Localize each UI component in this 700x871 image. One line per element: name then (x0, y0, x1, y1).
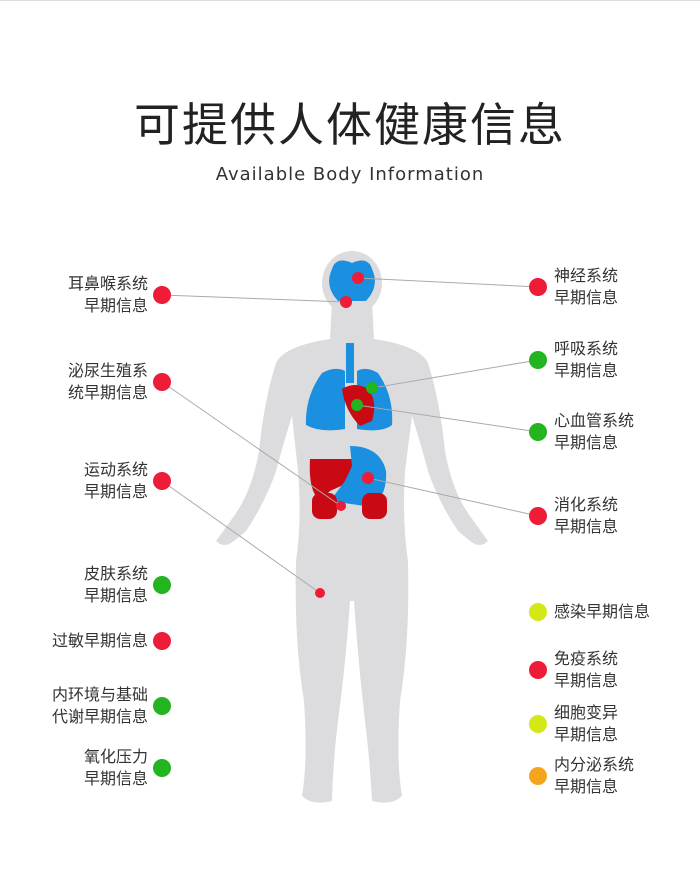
status-dot-green (529, 351, 547, 369)
label-line2: 早期信息 (554, 777, 619, 796)
label-line1: 消化系统 (554, 495, 619, 514)
label-line1: 运动系统 (83, 460, 148, 479)
connector-lines (161, 277, 539, 594)
intestine-right (362, 493, 387, 519)
liver (309, 459, 355, 501)
label-line2: 早期信息 (83, 296, 148, 315)
info-label: 免疫系统早期信息 (554, 648, 618, 692)
label-line2: 统早期信息 (67, 383, 148, 402)
label-line1: 泌尿生殖系 (67, 361, 148, 380)
label-line1: 内分泌系统 (554, 755, 635, 774)
trachea (346, 343, 354, 383)
page-title: 可提供人体健康信息 (134, 98, 566, 152)
status-dot-red (529, 661, 547, 679)
label-line1: 心血管系统 (554, 411, 635, 430)
info-label: 过敏早期信息 (52, 630, 148, 652)
info-label: 心血管系统早期信息 (554, 410, 634, 454)
status-dot-green (529, 423, 547, 441)
status-dot-green (153, 759, 171, 777)
label-line1: 耳鼻喉系统 (67, 274, 148, 293)
label-line1: 呼吸系统 (554, 339, 619, 358)
status-dot-yellow (529, 715, 547, 733)
info-label: 皮肤系统早期信息 (84, 563, 148, 607)
info-label: 氧化压力早期信息 (84, 746, 148, 790)
info-label: 内环境与基础代谢早期信息 (52, 684, 148, 728)
organ-markers (315, 272, 378, 598)
info-label: 耳鼻喉系统早期信息 (68, 273, 148, 317)
label-line1: 内环境与基础 (51, 685, 148, 704)
info-label: 细胞变异早期信息 (554, 702, 618, 746)
intestine-left (312, 493, 337, 519)
label-line1: 感染早期信息 (554, 602, 651, 621)
status-dot-red (153, 286, 171, 304)
info-label: 内分泌系统早期信息 (554, 754, 634, 798)
label-line2: 早期信息 (554, 725, 619, 744)
label-line2: 早期信息 (83, 586, 148, 605)
left-lung (305, 368, 345, 431)
status-dot-red (529, 278, 547, 296)
status-dot-red (153, 472, 171, 490)
label-line2: 早期信息 (83, 482, 148, 501)
status-dot-green (153, 576, 171, 594)
label-line1: 过敏早期信息 (51, 631, 148, 650)
info-label: 神经系统早期信息 (554, 265, 618, 309)
label-line1: 免疫系统 (554, 649, 619, 668)
status-dot-red (153, 373, 171, 391)
label-line2: 早期信息 (83, 769, 148, 788)
status-dot-red (529, 507, 547, 525)
label-line2: 早期信息 (554, 671, 619, 690)
stomach (330, 446, 387, 506)
label-line2: 早期信息 (554, 361, 619, 380)
status-dot-green (153, 697, 171, 715)
label-line1: 神经系统 (554, 266, 619, 285)
page-subtitle: Available Body Information (215, 164, 485, 185)
info-label: 感染早期信息 (554, 601, 650, 623)
status-dot-orange (529, 767, 547, 785)
label-line2: 早期信息 (554, 288, 619, 307)
body-silhouette (216, 251, 488, 803)
label-line2: 早期信息 (554, 517, 619, 536)
brain (329, 260, 375, 301)
label-line2: 代谢早期信息 (51, 707, 148, 726)
info-label: 呼吸系统早期信息 (554, 338, 618, 382)
label-line1: 氧化压力 (83, 747, 148, 766)
info-label: 运动系统早期信息 (84, 459, 148, 503)
info-label: 消化系统早期信息 (554, 494, 618, 538)
label-line2: 早期信息 (554, 433, 619, 452)
info-label: 泌尿生殖系统早期信息 (68, 360, 148, 404)
status-dot-yellow (529, 603, 547, 621)
label-line1: 细胞变异 (554, 703, 619, 722)
label-line1: 皮肤系统 (83, 564, 148, 583)
status-dot-red (153, 632, 171, 650)
